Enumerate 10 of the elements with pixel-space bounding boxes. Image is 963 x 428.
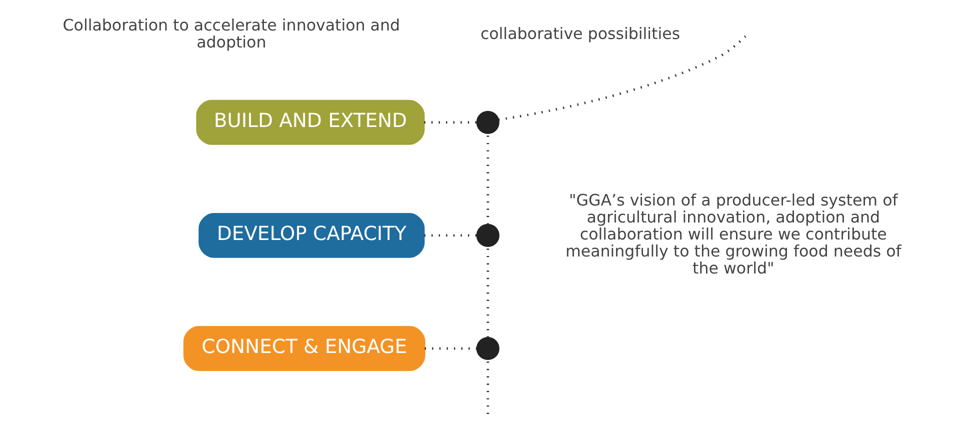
connector — [498, 35, 746, 121]
node-circle — [476, 336, 500, 360]
label: Collaboration to accelerate innovation and adoption — [62, 16, 400, 52]
label: "GGA’s vision of a producer-led system of agricultural innovation, adoption and collaboration will ensure we contribute meaningfully to the growing food needs of the world" — [565, 190, 902, 278]
node-box: DEVELOP CAPACITY — [198, 212, 425, 258]
node-box: BUILD AND EXTEND — [196, 100, 425, 145]
node-circle — [476, 224, 500, 247]
label: collaborative possibilities — [480, 24, 680, 44]
node-box: CONNECT & ENGAGE — [183, 326, 426, 371]
node-circle — [476, 110, 500, 134]
